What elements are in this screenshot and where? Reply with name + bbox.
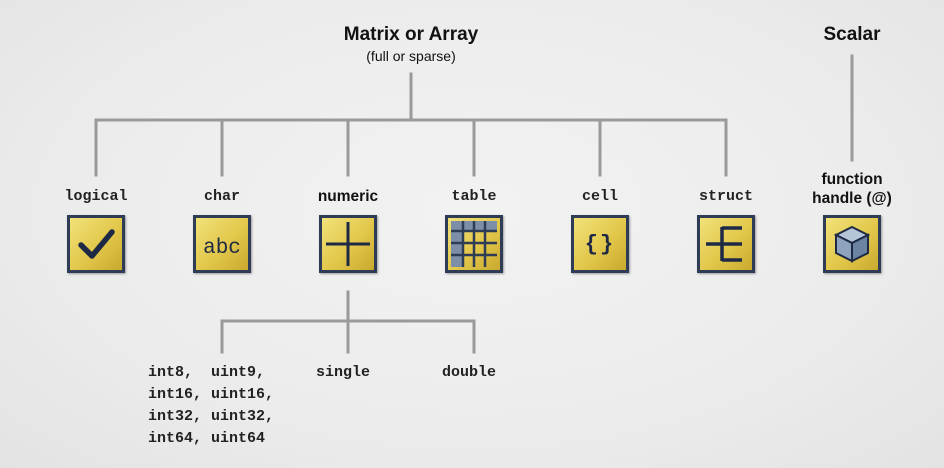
- scalar-title: Scalar: [823, 24, 881, 45]
- root-title: Matrix or Array: [343, 24, 479, 45]
- abc-text-icon: abc: [193, 215, 251, 273]
- braces-icon-text: {}: [584, 231, 616, 257]
- checkmark-icon: [67, 215, 125, 273]
- type-label-char: char: [203, 188, 240, 205]
- function-handle-line2: handle (@): [812, 190, 892, 207]
- function-handle-label: function handle (@): [792, 170, 912, 208]
- abc-icon-text: abc: [203, 236, 241, 260]
- table-grid-icon: [445, 215, 503, 273]
- type-label-struct: struct: [698, 188, 753, 205]
- curly-braces-icon: {}: [571, 215, 629, 273]
- double-type-label: double: [442, 364, 497, 381]
- struct-tree-icon: [697, 215, 755, 273]
- type-label-logical: logical: [64, 188, 128, 205]
- grid-2x2-icon: [319, 215, 377, 273]
- function-handle-line1: function: [821, 171, 883, 188]
- single-type-label: single: [316, 364, 371, 381]
- type-label-table: table: [451, 188, 497, 205]
- type-label-numeric: numeric: [317, 188, 379, 205]
- integer-types-label: int8, uint9, int16, uint16, int32, uint3…: [148, 364, 275, 447]
- root-subtitle: (full or sparse): [366, 48, 456, 64]
- cube-icon: [823, 215, 881, 273]
- type-label-cell: cell: [581, 188, 618, 205]
